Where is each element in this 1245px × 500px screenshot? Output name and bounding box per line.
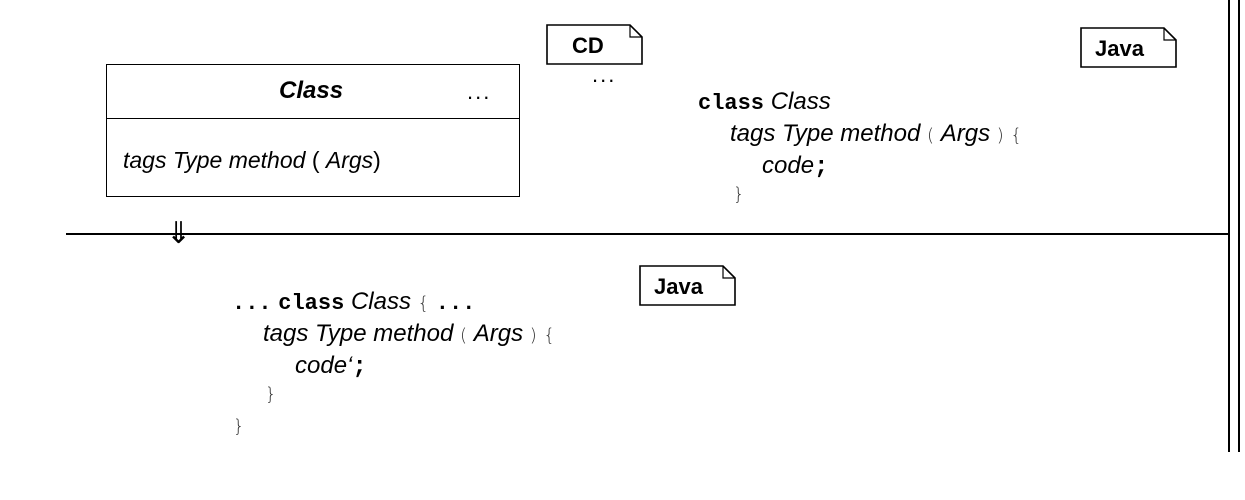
code-open-brace: {: [1010, 125, 1022, 146]
leading-ellipsis: ...: [232, 291, 272, 316]
method-name: method: [228, 147, 306, 173]
trailing-ellipsis: ...: [435, 291, 476, 316]
bottom-code-type: Type: [315, 320, 367, 347]
method-close-paren: ): [373, 147, 381, 173]
method-type: Type: [172, 147, 223, 173]
code-class-name: Class: [770, 88, 831, 115]
class-diagram-box: Class ... tags Type method ( Args): [106, 64, 520, 197]
code-close-paren: ): [996, 125, 1004, 146]
java-note-label-top: Java: [1095, 36, 1144, 61]
cd-note-tag-shape: [546, 24, 643, 65]
horizontal-separator: [66, 233, 1229, 235]
method-tags: tags: [123, 147, 167, 173]
bottom-code-tags: tags: [263, 320, 309, 347]
code-tags: tags: [730, 120, 776, 147]
vertical-separator-left: [1228, 0, 1230, 452]
java-note-tag-bottom-shape: [639, 265, 736, 306]
top-code-line-1: class Class: [698, 88, 831, 116]
code-type: Type: [782, 120, 834, 147]
code-args: Args: [940, 120, 991, 147]
bottom-code-method: method: [373, 320, 454, 347]
bottom-class-keyword: class: [278, 291, 345, 316]
bottom-code-open-paren: (: [460, 325, 468, 346]
cd-ellipsis: ...: [592, 62, 617, 87]
bottom-class-close-brace: }: [233, 416, 245, 437]
class-ellipsis: ...: [467, 79, 492, 104]
bottom-code-close-paren: ): [529, 325, 537, 346]
vertical-separator-right: [1238, 0, 1240, 452]
bottom-code-line-3: code‘;: [295, 352, 367, 381]
transformation-arrow-icon: ⇓: [166, 216, 192, 251]
top-code-line-3: code;: [762, 152, 828, 181]
class-box-divider: [107, 118, 519, 119]
top-code-line-2: tags Type method ( Args ) {: [730, 120, 1022, 148]
cd-note-label: CD: [572, 33, 604, 58]
bottom-class-open-brace: {: [417, 293, 430, 314]
class-name: Class: [279, 77, 344, 104]
bottom-class-name: Class: [350, 288, 411, 315]
bottom-code-body: code‘: [295, 352, 353, 379]
code-semicolon: ;: [814, 154, 829, 181]
bottom-method-close-brace: }: [265, 384, 277, 405]
code-body: code: [762, 152, 815, 179]
method-signature: tags Type method ( Args): [123, 147, 381, 174]
java-note-tag-top-shape: [1080, 27, 1177, 68]
bottom-code-args: Args: [473, 320, 524, 347]
bottom-code-line-2: tags Type method ( Args ) {: [263, 320, 555, 348]
code-close-brace: }: [733, 184, 745, 205]
code-open-paren: (: [927, 125, 935, 146]
bottom-code-line-4: }: [265, 384, 276, 405]
top-code-line-4: }: [733, 184, 744, 205]
code-method: method: [840, 120, 921, 147]
method-args: Args: [325, 147, 374, 173]
bottom-code-line-5: }: [233, 416, 244, 437]
bottom-method-open-brace: {: [543, 325, 555, 346]
java-note-label-bottom: Java: [654, 274, 703, 299]
method-open-paren: (: [311, 147, 320, 173]
bottom-code-line-1: ... class Class { ...: [232, 288, 475, 316]
bottom-code-semicolon: ;: [352, 354, 367, 381]
class-keyword: class: [698, 91, 765, 116]
